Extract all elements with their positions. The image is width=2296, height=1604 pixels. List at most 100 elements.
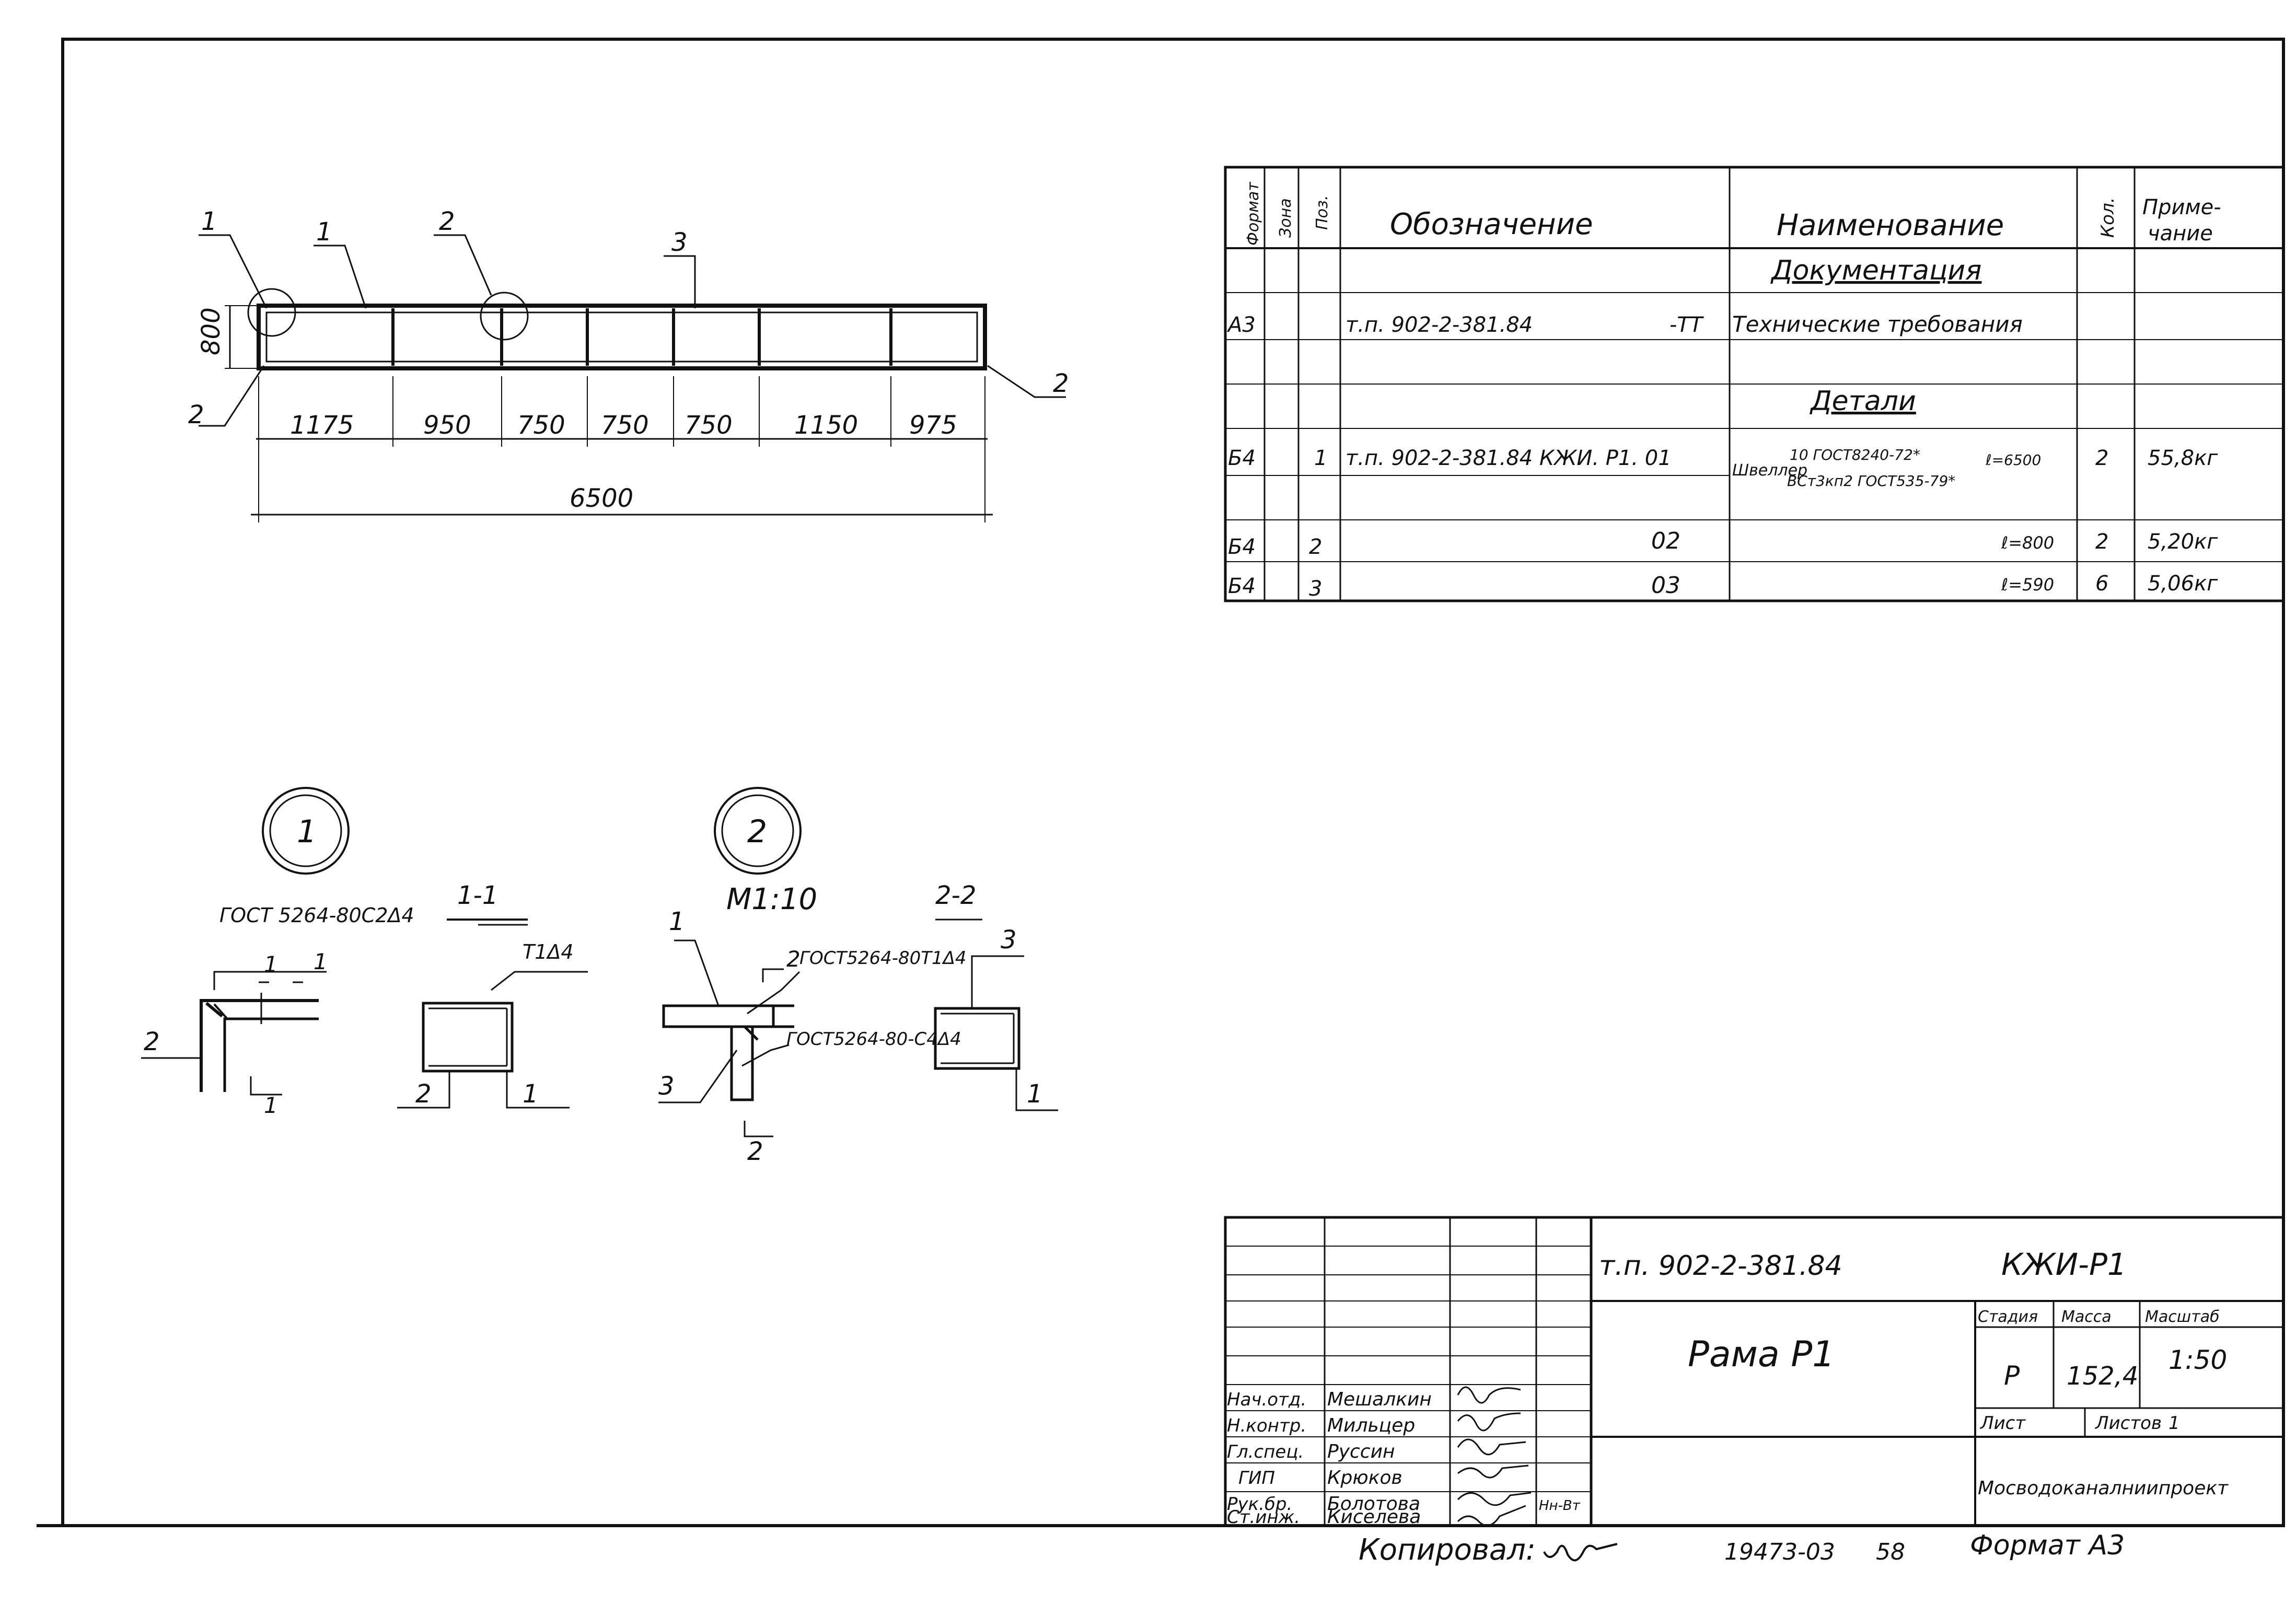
callout-3: 3	[671, 228, 688, 257]
row4-note: 5,20кг	[2148, 530, 2218, 554]
stamp-scale-h: Масштаб	[2145, 1308, 2220, 1326]
footer-number: 19473-03	[1724, 1539, 1835, 1565]
n1-mark-f: 1	[523, 1079, 539, 1109]
name-5: Болотова	[1327, 1493, 1420, 1515]
name-1: Мешалкин	[1327, 1389, 1432, 1410]
n2-mark-f: 1	[1027, 1079, 1043, 1109]
n2-mark-d: 2	[747, 1137, 763, 1166]
frame-plan-view	[199, 234, 1066, 522]
n2-mark-a: 1	[669, 907, 685, 936]
hdr-name: Наименование	[1777, 208, 2004, 242]
footer-format: Формат А3	[1970, 1530, 2125, 1561]
copier-signature	[1543, 1543, 1618, 1562]
footer-page: 58	[1876, 1539, 1905, 1565]
scale-label: М1:10	[726, 882, 817, 916]
stamp-stage-h: Стадия	[1978, 1308, 2038, 1326]
n1-mark-b: 1	[314, 949, 328, 974]
callout-2c: 2	[1053, 369, 1069, 398]
row3-designation: т.п. 902-2-381.84 КЖИ. Р1. 01	[1346, 446, 1672, 470]
role-5: Рук.бр.	[1227, 1494, 1292, 1515]
weld-label-2: Т1Δ4	[523, 940, 574, 963]
role-1: Нач.отд.	[1227, 1389, 1306, 1410]
row5-pos: 3	[1309, 577, 1322, 601]
row3-pos: 1	[1314, 446, 1327, 470]
stamp-title: Рама Р1	[1688, 1334, 1835, 1375]
hdr-qty: Кол.	[2097, 197, 2118, 238]
row5-qty: 6	[2095, 572, 2108, 596]
hdr-format: Формат	[1244, 181, 1262, 246]
node-1-detail	[141, 919, 588, 1109]
callout-1a: 1	[201, 207, 217, 236]
callout-1b: 1	[316, 217, 332, 247]
dim-2: 950	[423, 411, 471, 440]
dim-5: 750	[685, 411, 733, 440]
weld-label-3: ГОСТ5264-80Т1Δ4	[799, 948, 967, 969]
n2-mark-e: 3	[1001, 925, 1017, 955]
spec-table	[1224, 166, 2285, 602]
n1-mark-c: 2	[144, 1027, 160, 1056]
row4-designation: 02	[1651, 528, 1680, 554]
node-2-detail	[658, 919, 1058, 1137]
node-2-label: 2	[747, 813, 767, 850]
row1-format: А3	[1226, 313, 1256, 337]
row4-pos: 2	[1309, 535, 1322, 559]
hdr-note-1: Приме-	[2142, 195, 2221, 219]
row4-name: ℓ=800	[2001, 533, 2054, 553]
dim-3: 750	[517, 411, 565, 440]
n2-mark-c: 3	[658, 1072, 675, 1101]
stamp-code: КЖИ-Р1	[2001, 1247, 2127, 1282]
row3-name-top: 10 ГОСТ8240-72*	[1790, 446, 1920, 463]
weld-label-4: ГОСТ5264-80-С4Δ4	[786, 1029, 961, 1050]
row1-designation-suffix: -ТТ	[1669, 313, 1704, 337]
row1-designation: т.п. 902-2-381.84	[1346, 313, 1533, 337]
stamp-sheet: Лист	[1979, 1413, 2026, 1434]
stamp-sheets-n: 1	[2169, 1413, 2180, 1434]
row3-name-prefix: Швеллер	[1732, 461, 1807, 480]
callout-2b: 2	[188, 400, 204, 429]
row4-format: Б4	[1228, 535, 1256, 559]
node-1-label: 1	[297, 813, 317, 850]
role-6: Ст.инж.	[1227, 1507, 1300, 1528]
stamp-sheets: Листов	[2094, 1413, 2162, 1434]
weld-label-1: ГОСТ 5264-80С2Δ4	[219, 904, 414, 927]
hdr-designation: Обозначение	[1390, 207, 1593, 241]
row2-name: Детали	[1810, 386, 1916, 417]
role-4: ГИП	[1238, 1468, 1275, 1489]
stamp-mass-h: Масса	[2061, 1308, 2112, 1326]
row3-note: 55,8кг	[2148, 446, 2218, 470]
signature-note: Нн-Вт	[1539, 1498, 1581, 1514]
row3-format: Б4	[1228, 446, 1256, 470]
hdr-note-2: чание	[2148, 222, 2213, 246]
dim-1: 1175	[290, 411, 354, 440]
name-6: Киселева	[1327, 1506, 1421, 1528]
row0-name: Документация	[1770, 255, 1981, 286]
row4-qty: 2	[2095, 530, 2108, 554]
n1-mark-d: 1	[264, 1092, 278, 1118]
callout-2a: 2	[439, 207, 455, 236]
n1-mark-e: 2	[415, 1079, 432, 1109]
spec-rows: Документация А3 т.п. 902-2-381.84 -ТТ Те…	[1226, 255, 2218, 601]
row3-name-bottom: ВСт3кп2 ГОСТ535-79*	[1787, 472, 1955, 490]
row5-note: 5,06кг	[2148, 572, 2218, 596]
row5-format: Б4	[1228, 574, 1256, 598]
role-3: Гл.спец.	[1227, 1442, 1304, 1462]
signatures	[1457, 1386, 1532, 1527]
stamp-org: Мосводоканалниипроект	[1978, 1478, 2229, 1499]
dim-total: 6500	[570, 484, 633, 513]
stamp-stage: Р	[2004, 1361, 2020, 1391]
footer: Копировал: 19473-03 58 Формат А3	[1359, 1530, 2125, 1567]
row3-qty: 2	[2095, 446, 2108, 470]
stamp-scale: 1:50	[2169, 1345, 2227, 1375]
row5-name: ℓ=590	[2001, 575, 2054, 595]
plan-labels: 1 1 2 3 2 2 800 1175 950 750 750 750 115…	[188, 207, 1069, 513]
dim-7: 975	[909, 411, 957, 440]
spec-headers: Формат Зона Поз. Обозначение Наименовани…	[1244, 181, 2221, 246]
hdr-pos: Поз.	[1313, 195, 1331, 230]
stamp-doc: т.п. 902-2-381.84	[1599, 1250, 1842, 1282]
dim-4: 750	[601, 411, 649, 440]
name-3: Руссин	[1327, 1441, 1395, 1462]
row1-name: Технические требования	[1732, 311, 2023, 337]
n2-mark-b: 2	[786, 946, 801, 972]
role-2: Н.контр.	[1227, 1415, 1306, 1436]
